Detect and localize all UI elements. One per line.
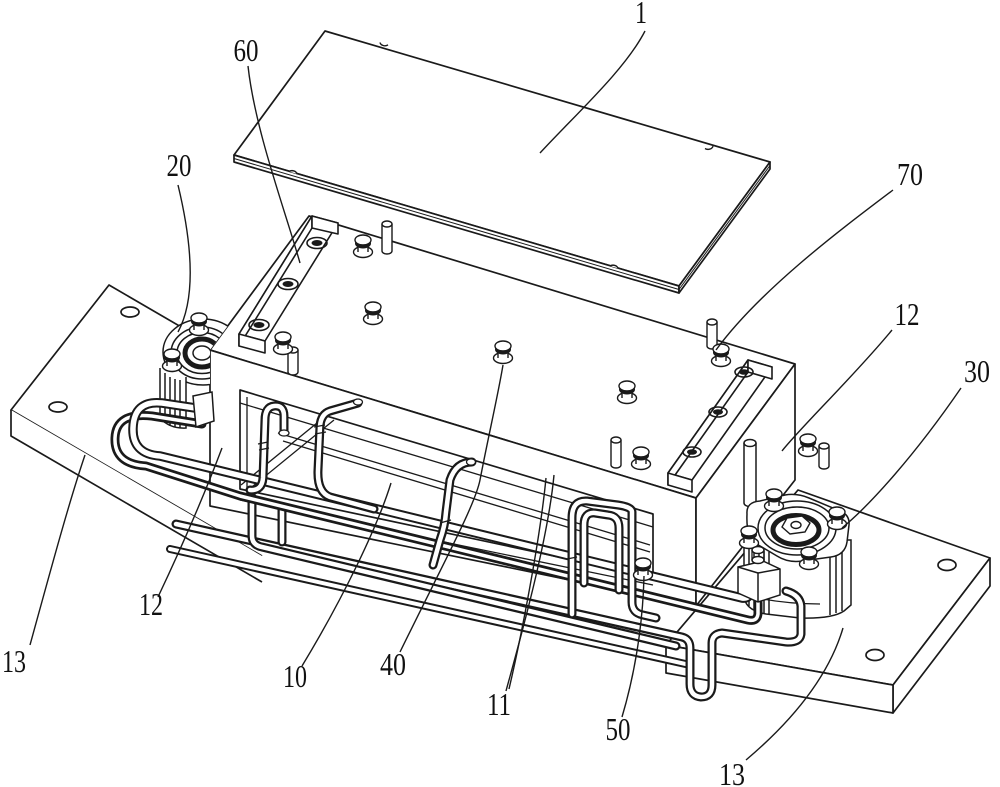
svg-text:70: 70 xyxy=(897,156,923,192)
svg-text:12: 12 xyxy=(895,296,920,332)
svg-text:1: 1 xyxy=(635,0,647,30)
svg-text:20: 20 xyxy=(167,147,192,183)
svg-text:10: 10 xyxy=(283,658,307,694)
svg-text:11: 11 xyxy=(487,686,511,722)
svg-text:13: 13 xyxy=(719,756,745,787)
svg-text:30: 30 xyxy=(964,353,990,389)
svg-text:50: 50 xyxy=(606,711,631,747)
svg-text:13: 13 xyxy=(2,643,26,679)
svg-text:60: 60 xyxy=(234,32,259,68)
svg-text:12: 12 xyxy=(139,586,163,622)
svg-text:40: 40 xyxy=(380,646,406,682)
